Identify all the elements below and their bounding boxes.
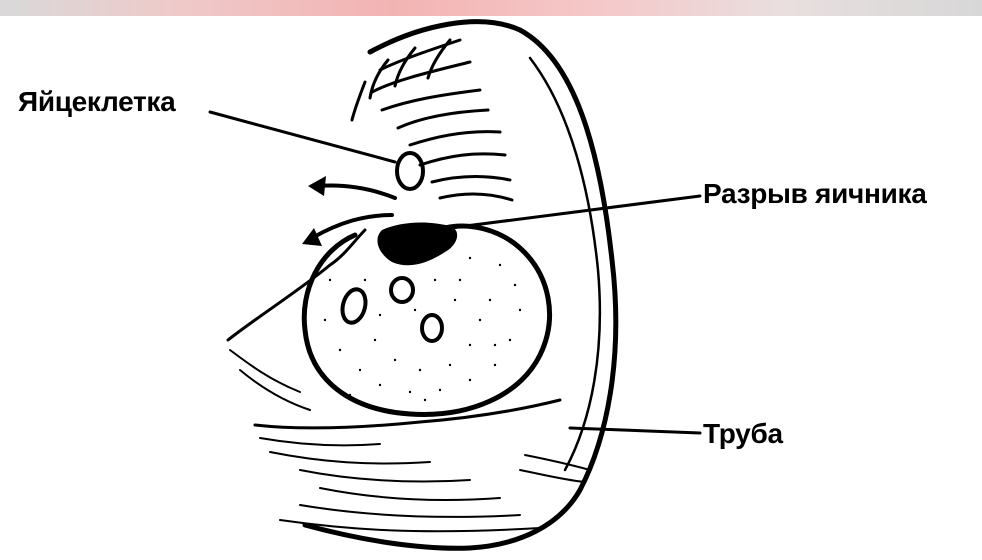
label-egg-cell: Яйцеклетка (18, 88, 175, 116)
leader-egg (210, 112, 395, 162)
egg-cell (397, 153, 423, 189)
fimbriae (352, 40, 512, 200)
arrowhead-lower (302, 228, 322, 246)
follicle-2 (391, 278, 413, 302)
tube-outline (305, 22, 616, 549)
tube-inner-line (530, 58, 600, 470)
leader-tube (570, 428, 700, 433)
follicle-3 (422, 315, 442, 341)
arrow-upper (318, 186, 395, 199)
label-ovary-rupture: Разрыв яичника (703, 180, 926, 208)
leader-rupture (450, 196, 700, 228)
follicle-1 (339, 287, 369, 326)
tube-hatching (230, 350, 590, 531)
tube-left-edge (228, 230, 365, 340)
arrowhead-upper (308, 176, 326, 196)
ovary-rupture (377, 223, 457, 266)
label-tube: Труба (703, 420, 783, 448)
